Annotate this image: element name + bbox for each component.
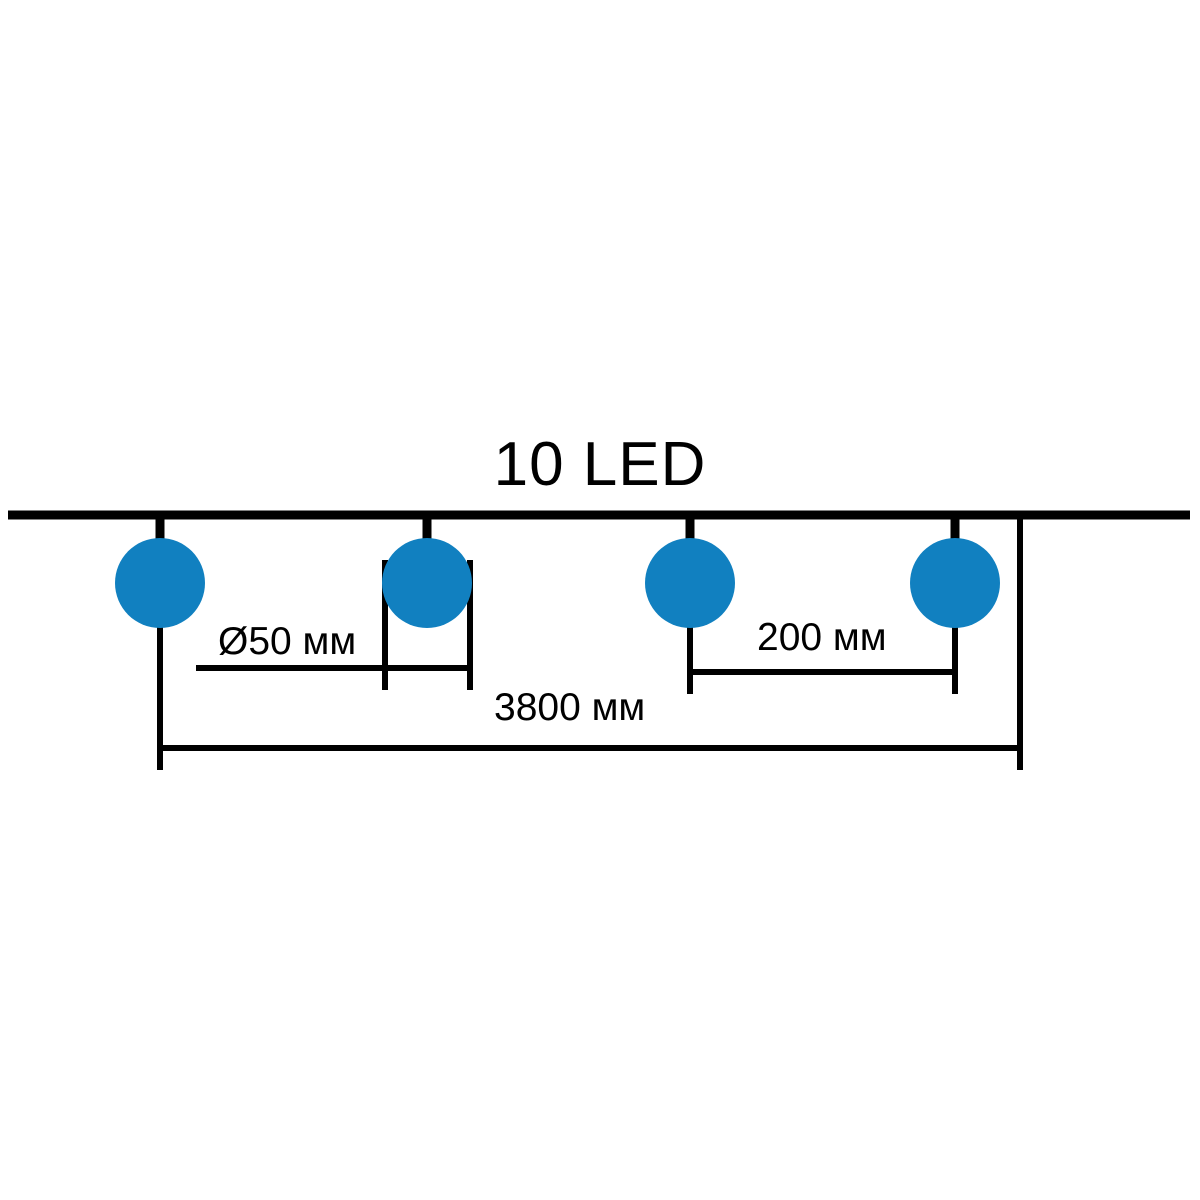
led-bulb-3	[645, 538, 735, 628]
dimension-lines	[160, 665, 1020, 751]
page-title: 10 LED	[494, 430, 707, 499]
led-bulb-2	[382, 538, 472, 628]
dimension-label-bulb-diameter: Ø50 мм	[218, 620, 356, 663]
led-bulb-4	[910, 538, 1000, 628]
dimension-label-bulb-spacing: 200 мм	[757, 616, 887, 659]
led-bulbs-group	[115, 538, 1000, 628]
led-bulb-1	[115, 538, 205, 628]
dimension-label-total-length: 3800 мм	[494, 686, 645, 729]
